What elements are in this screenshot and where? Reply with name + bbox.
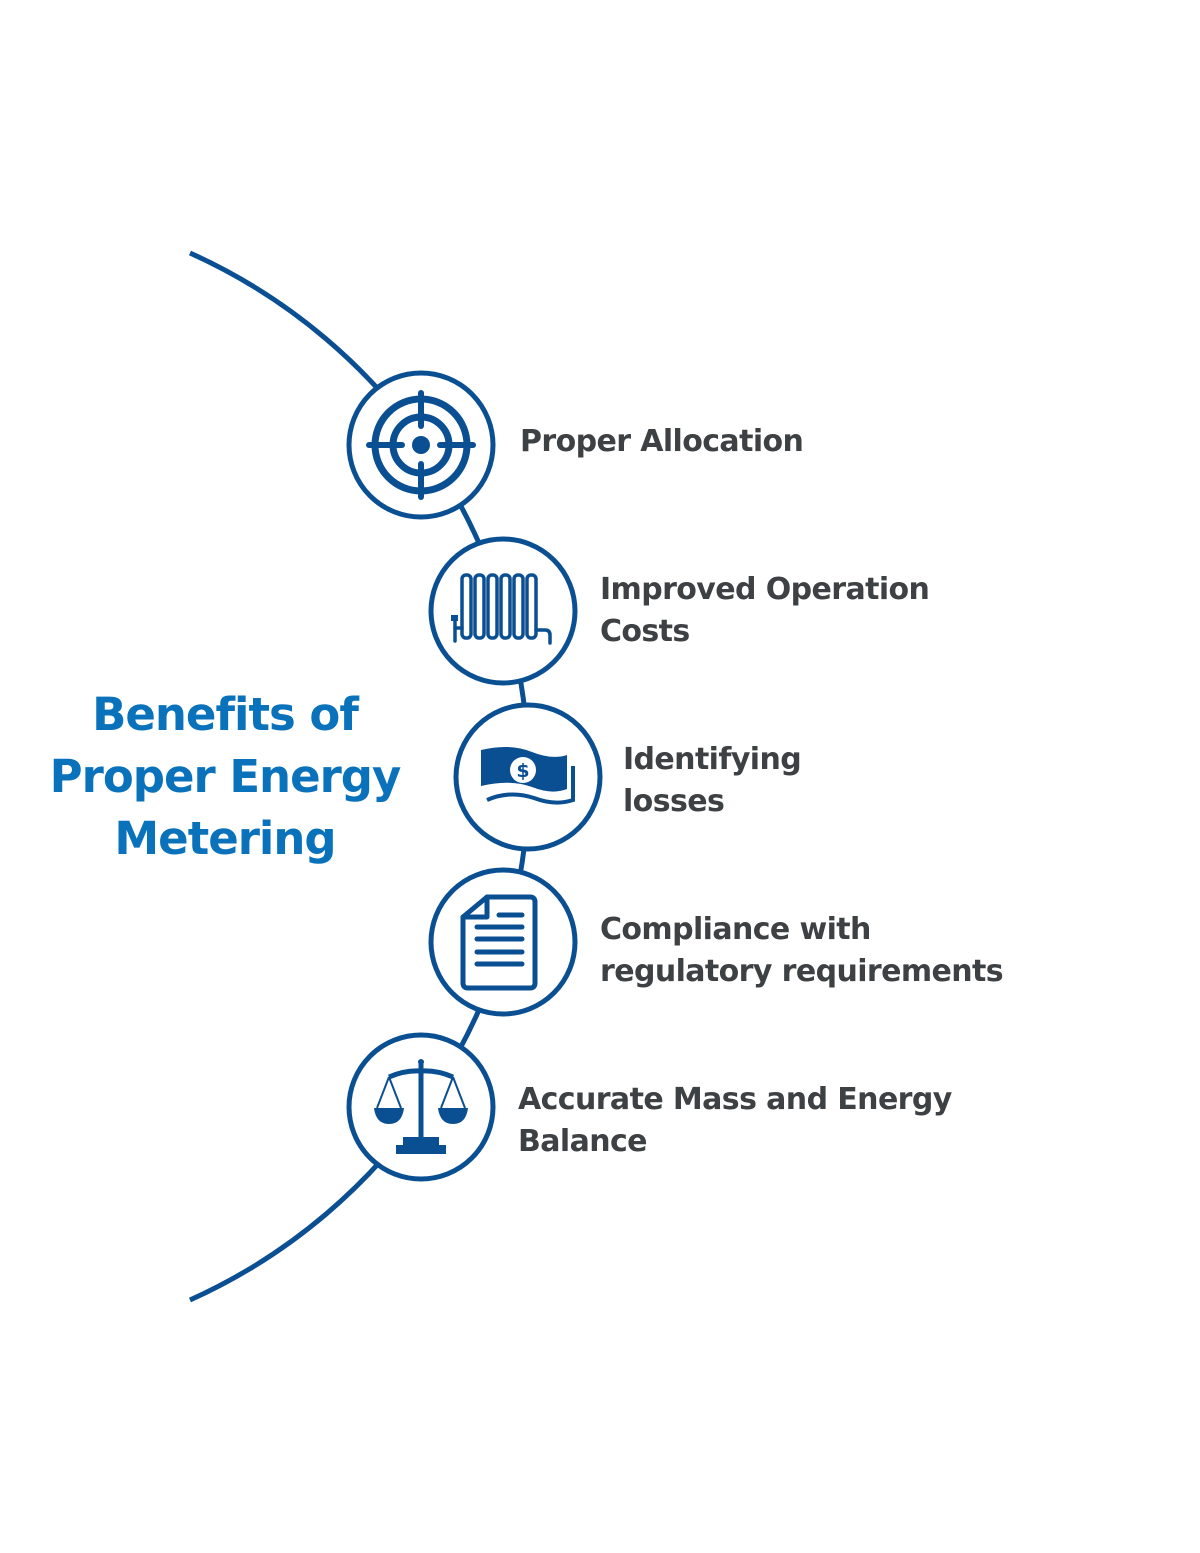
node-mass-energy-balance bbox=[346, 1032, 496, 1182]
label-line: Balance bbox=[518, 1124, 648, 1159]
label-mass-energy-balance: Accurate Mass and Energy Balance bbox=[518, 1079, 952, 1163]
title-line-1: Benefits of bbox=[92, 688, 359, 741]
label-identifying-losses: Identifying losses bbox=[623, 739, 802, 823]
diagram-title: Benefits of Proper Energy Metering bbox=[30, 684, 420, 870]
target-crosshair-icon bbox=[366, 390, 476, 500]
label-line: Identifying bbox=[623, 742, 802, 777]
label-line: Proper Allocation bbox=[520, 424, 804, 459]
label-compliance: Compliance with regulatory requirements bbox=[600, 909, 1004, 993]
label-line: Improved Operation bbox=[600, 572, 930, 607]
label-improved-operation-costs: Improved Operation Costs bbox=[600, 569, 930, 653]
radiator-icon bbox=[451, 573, 552, 645]
label-line: Costs bbox=[600, 614, 690, 649]
node-proper-allocation bbox=[346, 370, 496, 520]
label-line: regulatory requirements bbox=[600, 954, 1004, 989]
label-line: losses bbox=[623, 784, 725, 819]
node-compliance bbox=[428, 867, 578, 1017]
balance-scale-icon bbox=[374, 1059, 468, 1154]
title-line-3: Metering bbox=[114, 812, 336, 865]
title-line-2: Proper Energy bbox=[49, 750, 402, 803]
label-line: Accurate Mass and Energy bbox=[518, 1082, 952, 1117]
label-line: Compliance with bbox=[600, 912, 871, 947]
node-identifying-losses: $ bbox=[453, 702, 603, 852]
label-proper-allocation: Proper Allocation bbox=[520, 421, 804, 463]
document-icon bbox=[460, 894, 538, 991]
svg-text:$: $ bbox=[516, 760, 529, 782]
money-bill-dollar-icon: $ bbox=[481, 746, 575, 805]
node-improved-operation-costs bbox=[428, 536, 578, 686]
